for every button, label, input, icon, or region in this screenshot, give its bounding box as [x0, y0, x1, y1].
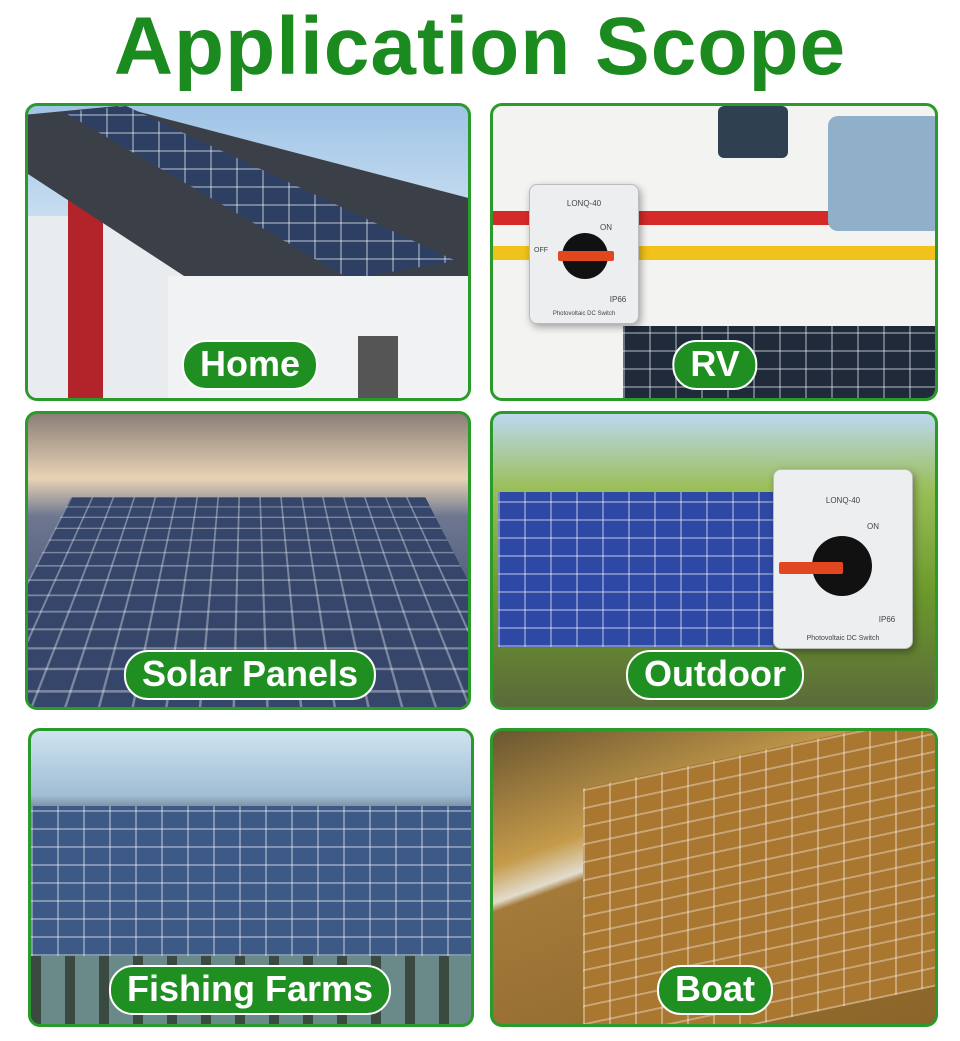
floating-solar-image [31, 806, 471, 956]
scene-label: Home [181, 340, 319, 390]
scene-label: Fishing Farms [108, 965, 392, 1015]
scene-label: RV [672, 340, 758, 390]
switch-name: Photovoltaic DC Switch [552, 311, 616, 317]
switch-model: LONQ-40 [566, 199, 602, 208]
scene-home: Home [25, 103, 471, 401]
switch-name: Photovoltaic DC Switch [806, 635, 880, 642]
dc-switch: LONQ-40 ON IP66 Photovoltaic DC Switch [773, 469, 913, 649]
switch-on: ON [867, 522, 879, 531]
house-image [28, 106, 468, 398]
switch-rating: IP66 [878, 615, 896, 624]
switch-on: ON [600, 223, 612, 232]
switch-off: OFF [534, 247, 548, 254]
outdoor-image: LONQ-40 ON IP66 Photovoltaic DC Switch [493, 414, 935, 707]
scene-label: Boat [657, 965, 773, 1015]
scene-rv: LONQ-40 ON OFF IP66 Photovoltaic DC Swit… [490, 103, 938, 401]
switch-model: LONQ-40 [825, 496, 861, 505]
scene-boat: Boat [490, 728, 938, 1027]
scene-fishing-farms: Fishing Farms [28, 728, 474, 1027]
page-title: Application Scope [113, 1, 847, 92]
scene-label: Outdoor [626, 650, 804, 700]
dc-switch: LONQ-40 ON OFF IP66 Photovoltaic DC Swit… [529, 184, 639, 324]
switch-rating: IP66 [609, 295, 627, 304]
scene-outdoor: LONQ-40 ON IP66 Photovoltaic DC Switch O… [490, 411, 938, 710]
rv-image: LONQ-40 ON OFF IP66 Photovoltaic DC Swit… [493, 106, 935, 398]
scene-solar-panels: Solar Panels [25, 411, 471, 710]
scene-label: Solar Panels [123, 650, 377, 700]
